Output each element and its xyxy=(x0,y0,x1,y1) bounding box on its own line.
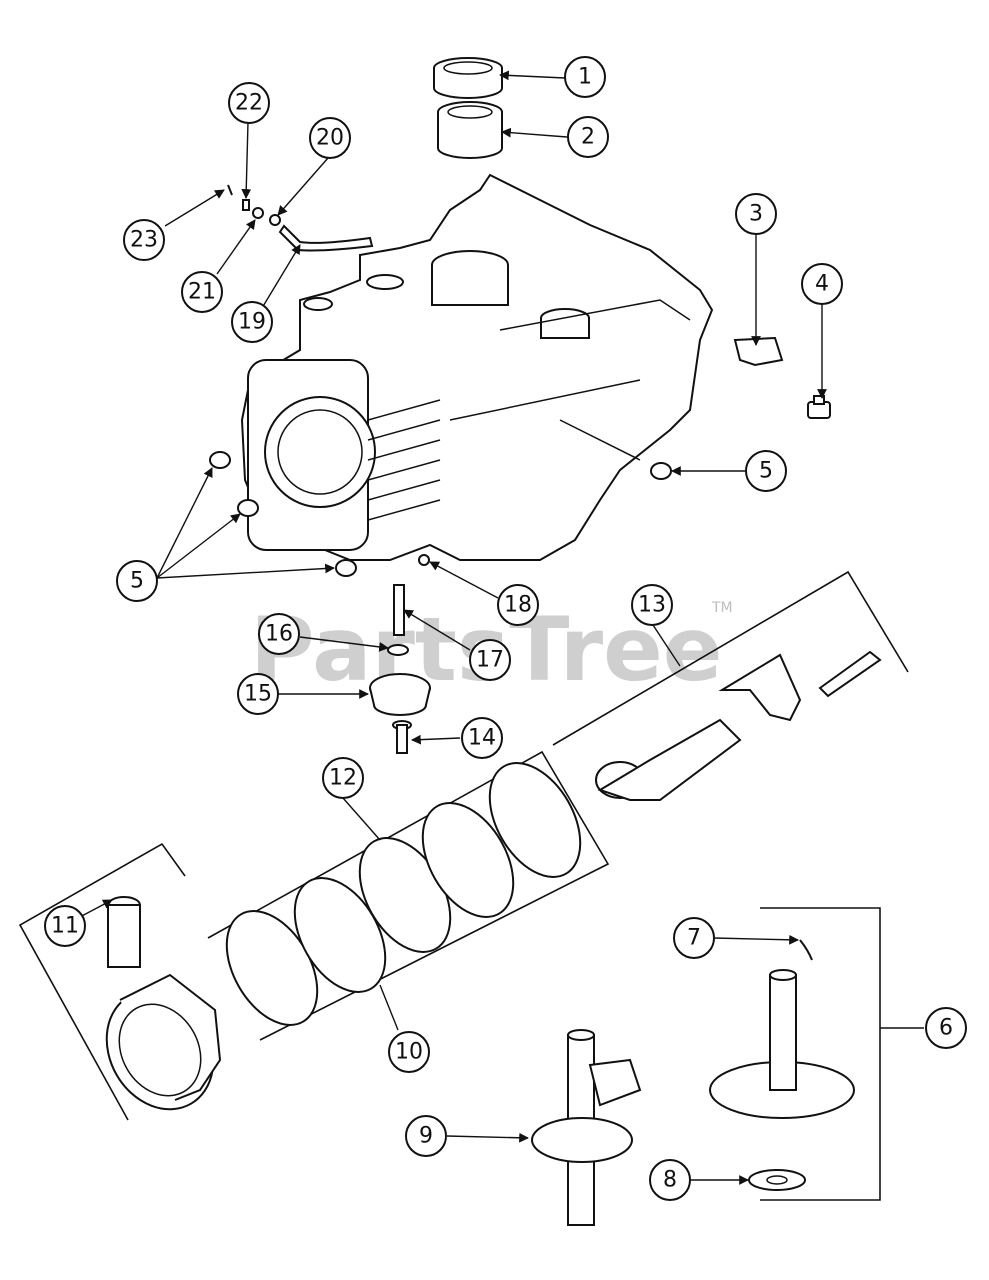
svg-text:3: 3 xyxy=(749,202,763,227)
part-21-clamp xyxy=(252,207,264,219)
part-5-dowel-d xyxy=(650,462,672,480)
callout-10[interactable]: 10 xyxy=(388,1031,430,1073)
part-3-bracket xyxy=(733,336,784,367)
callout-23[interactable]: 23 xyxy=(123,219,165,261)
callout-2[interactable]: 2 xyxy=(567,116,609,158)
svg-text:12: 12 xyxy=(329,766,357,791)
part-18-ball xyxy=(418,554,430,566)
svg-text:17: 17 xyxy=(476,648,504,673)
part-piston xyxy=(105,973,222,1111)
svg-text:5: 5 xyxy=(759,459,773,484)
svg-text:5: 5 xyxy=(130,569,144,594)
part-15-governor-gear xyxy=(369,673,431,716)
svg-text:16: 16 xyxy=(265,622,293,647)
svg-text:8: 8 xyxy=(663,1168,677,1193)
svg-text:11: 11 xyxy=(51,914,79,939)
part-11-piston-pin xyxy=(107,896,141,968)
part-23-pin xyxy=(227,184,233,196)
svg-text:23: 23 xyxy=(130,228,158,253)
piston-ring-4 xyxy=(421,802,515,918)
svg-text:20: 20 xyxy=(316,126,344,151)
part-11-group-bracket xyxy=(18,842,186,1121)
callout-4[interactable]: 4 xyxy=(801,263,843,305)
svg-text:18: 18 xyxy=(504,593,532,618)
callout-17[interactable]: 17 xyxy=(469,639,511,681)
part-13-group-bracket xyxy=(552,570,909,746)
leader-lines xyxy=(77,70,924,1185)
part-20-clamp xyxy=(269,214,281,226)
callout-6[interactable]: 6 xyxy=(925,1007,967,1049)
svg-text:13: 13 xyxy=(638,593,666,618)
callout-5-right[interactable]: 5 xyxy=(745,450,787,492)
callout-13[interactable]: 13 xyxy=(631,584,673,626)
part-7-spring-pin xyxy=(799,939,813,961)
part-9-crankshaft xyxy=(531,1029,642,1226)
callout-5-left[interactable]: 5 xyxy=(116,560,158,602)
svg-text:4: 4 xyxy=(815,272,829,297)
svg-text:22: 22 xyxy=(235,91,263,116)
callout-3[interactable]: 3 xyxy=(735,193,777,235)
part-8-washer xyxy=(748,1169,806,1191)
part-13-connecting-rod xyxy=(595,650,882,801)
callout-1[interactable]: 1 xyxy=(564,56,606,98)
callout-18[interactable]: 18 xyxy=(497,584,539,626)
callout-14[interactable]: 14 xyxy=(461,717,503,759)
part-16-washer xyxy=(387,644,409,656)
svg-text:6: 6 xyxy=(939,1016,953,1041)
part-2-bushing xyxy=(437,101,503,159)
callout-20[interactable]: 20 xyxy=(309,117,351,159)
svg-text:21: 21 xyxy=(188,280,216,305)
callout-22[interactable]: 22 xyxy=(228,82,270,124)
callout-11[interactable]: 11 xyxy=(44,905,86,947)
callout-7[interactable]: 7 xyxy=(673,917,715,959)
part-17-shaft xyxy=(393,584,405,636)
callout-9[interactable]: 9 xyxy=(405,1115,447,1157)
callout-8[interactable]: 8 xyxy=(649,1159,691,1201)
part-6-camshaft xyxy=(709,969,855,1119)
part-1-bearing-ring xyxy=(433,57,503,99)
part-5-dowel-a xyxy=(209,451,231,469)
svg-text:14: 14 xyxy=(468,726,496,751)
part-6-group-bracket xyxy=(760,907,881,1201)
callout-15[interactable]: 15 xyxy=(237,673,279,715)
part-22-pin xyxy=(242,199,250,211)
svg-text:19: 19 xyxy=(238,310,266,335)
callout-19[interactable]: 19 xyxy=(231,301,273,343)
callout-12[interactable]: 12 xyxy=(322,757,364,799)
piston-ring-5 xyxy=(488,762,582,878)
callout-21[interactable]: 21 xyxy=(181,271,223,313)
part-19-breather-tube xyxy=(278,224,374,252)
svg-text:7: 7 xyxy=(687,926,701,951)
part-14-pin xyxy=(392,720,412,754)
watermark-tm: TM xyxy=(711,600,733,616)
part-4-plug xyxy=(807,395,831,419)
svg-text:10: 10 xyxy=(395,1040,423,1065)
svg-text:15: 15 xyxy=(244,682,272,707)
svg-text:9: 9 xyxy=(419,1124,433,1149)
part-5-dowel-b xyxy=(237,499,259,517)
svg-text:1: 1 xyxy=(578,65,592,90)
part-5-dowel-c xyxy=(335,559,357,577)
callout-16[interactable]: 16 xyxy=(258,613,300,655)
svg-text:2: 2 xyxy=(581,125,595,150)
part-crankcase-block xyxy=(240,173,714,561)
